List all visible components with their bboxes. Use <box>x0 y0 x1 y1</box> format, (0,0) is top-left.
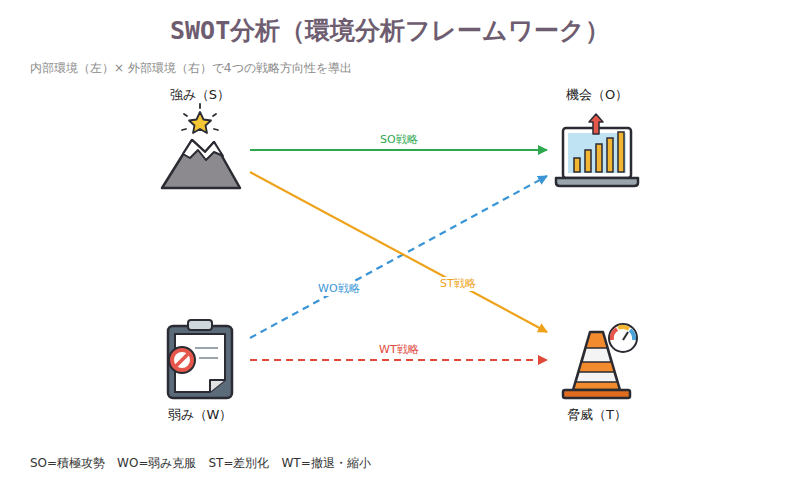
legend-note: SO=積極攻勢 WO=弱み克服 ST=差別化 WT=撤退・縮小 <box>30 455 371 472</box>
strategy-arrow <box>250 172 547 332</box>
swot-node: 弱み（W） <box>150 318 250 424</box>
edge-label: SO戦略 <box>378 133 420 147</box>
node-label: 脅威（T） <box>565 406 629 424</box>
subtitle: 内部環境（左）× 外部環境（右）で4つの戦略方向性を導出 <box>30 60 352 77</box>
traffic-cone-icon <box>563 324 637 398</box>
edge-label: WT戦略 <box>377 343 421 357</box>
swot-node: 機会（O） <box>547 86 647 192</box>
mountain-icon <box>162 104 240 188</box>
strategy-arrow <box>250 176 547 338</box>
node-label: 弱み（W） <box>166 406 235 424</box>
edge-label: WO戦略 <box>316 282 362 296</box>
title: SWOT分析（環境分析フレームワーク） <box>170 14 610 47</box>
edge-label: ST戦略 <box>438 277 478 291</box>
strategy-arrow <box>250 149 547 151</box>
swot-node: 強み（S） <box>150 86 250 192</box>
node-label: 強み（S） <box>168 86 232 104</box>
node-label: 機会（O） <box>564 86 630 104</box>
laptop-chart-icon <box>556 114 638 186</box>
strategy-arrow <box>250 359 547 361</box>
clipboard-icon <box>168 320 232 398</box>
swot-node: 脅威（T） <box>547 318 647 424</box>
